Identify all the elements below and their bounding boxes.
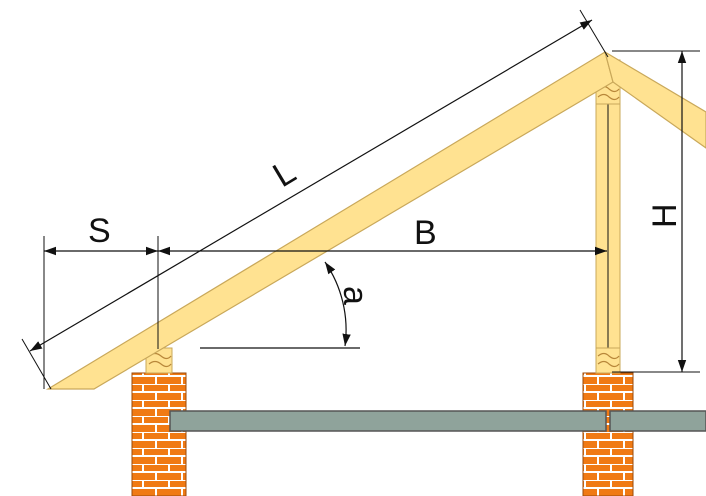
angle-marker	[200, 261, 360, 349]
vertical-post	[595, 59, 621, 374]
label-a: a	[336, 286, 374, 305]
ceiling-beam	[169, 410, 706, 432]
left-rafter	[45, 51, 614, 390]
dimension-h	[612, 50, 700, 373]
label-b: B	[414, 214, 437, 252]
dimension-l	[21, 9, 609, 390]
right-brick-wall	[582, 372, 634, 496]
label-s: S	[88, 212, 111, 250]
label-l: L	[267, 153, 303, 195]
left-brick-wall	[131, 372, 187, 496]
label-h: H	[646, 203, 684, 228]
